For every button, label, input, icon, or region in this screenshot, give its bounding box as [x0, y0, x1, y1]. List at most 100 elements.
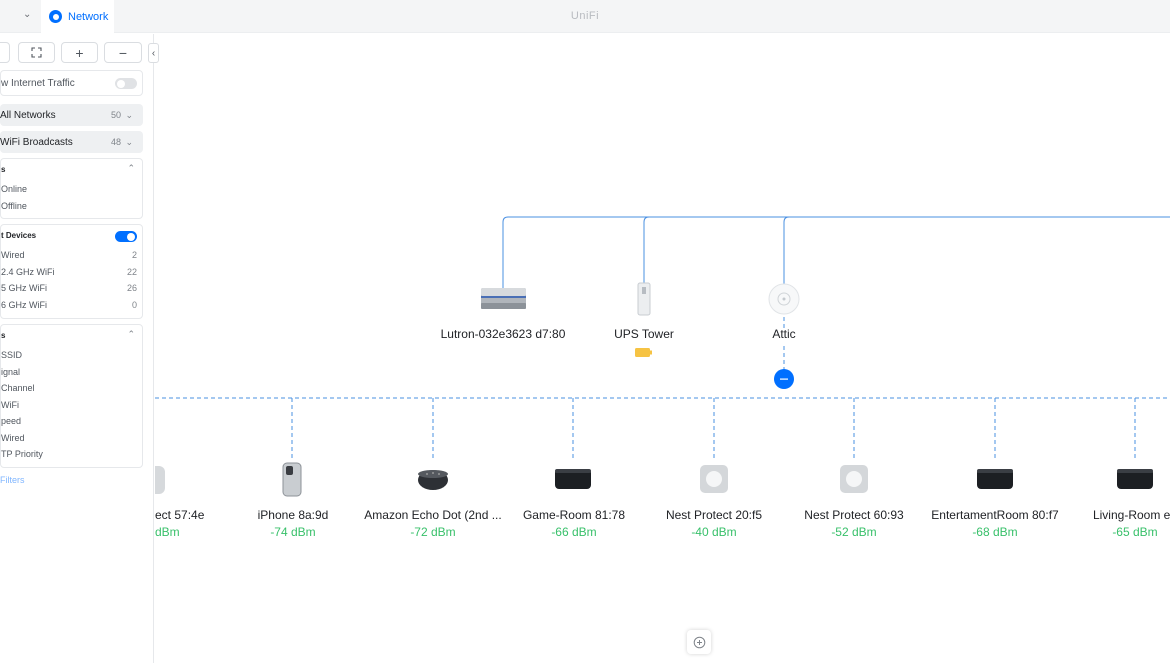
- device-filter-5ghz[interactable]: 5 GHz WiFi: [1, 283, 47, 293]
- zoom-out-button[interactable]: −: [104, 42, 142, 63]
- sort-option-wired[interactable]: Wired: [1, 433, 25, 443]
- sort-option-priority[interactable]: TP Priority: [1, 449, 43, 459]
- top-bar: ⌄ Network UniFi: [0, 0, 1170, 33]
- ups-tower-node[interactable]: UPS Tower: [584, 327, 704, 341]
- client-signal: -66 dBm: [551, 525, 597, 539]
- client-signal: -40 dBm: [691, 525, 737, 539]
- node-name: UPS Tower: [614, 327, 674, 341]
- client-signal: dBm: [155, 525, 180, 539]
- apple-tv-icon[interactable]: [1117, 469, 1153, 489]
- sort-option-ssid[interactable]: SSID: [1, 350, 23, 360]
- client-node[interactable]: Nest Protect 60:93 -52 dBm: [779, 508, 929, 539]
- nest-protect-icon[interactable]: [155, 466, 165, 494]
- status-offline[interactable]: Offline: [1, 201, 27, 211]
- client-name: Nest Protect 20:f5: [665, 508, 763, 522]
- sort-option-channel[interactable]: Channel: [1, 383, 35, 393]
- client-signal: -72 dBm: [410, 525, 456, 539]
- tab-label: Network: [68, 10, 109, 23]
- topology-canvas[interactable]: Lutron-032e3623 d7:80 UPS Tower Attic ec…: [155, 34, 1170, 663]
- status-filter-panel: s ⌃ Online Offline: [0, 158, 143, 219]
- chevron-down-icon[interactable]: ⌄: [23, 9, 32, 20]
- attic-node[interactable]: Attic: [744, 327, 824, 341]
- device-filter-wired-count: 2: [131, 250, 137, 260]
- client-devices-panel: t Devices Wired 2 2.4 GHz WiFi 22 5 GHz …: [0, 224, 143, 319]
- fit-screen-button[interactable]: [18, 42, 55, 63]
- sort-options-title: s: [1, 331, 6, 340]
- device-filter-wired[interactable]: Wired: [1, 250, 25, 260]
- nest-protect-icon[interactable]: [840, 465, 868, 493]
- add-node-button[interactable]: [687, 630, 711, 654]
- uplink-line: [643, 216, 650, 293]
- network-app-icon: [49, 10, 62, 23]
- internet-traffic-label: w Internet Traffic: [1, 77, 75, 89]
- client-name: Game-Room 81:78: [522, 508, 626, 522]
- device-filter-6ghz[interactable]: 6 GHz WiFi: [1, 300, 47, 310]
- client-node[interactable]: Living-Room ef: -65 dBm: [1075, 508, 1170, 539]
- device-filter-24ghz[interactable]: 2.4 GHz WiFi: [1, 267, 55, 277]
- echo-dot-icon[interactable]: [418, 470, 448, 490]
- uplink-line: [502, 216, 1170, 293]
- status-online[interactable]: Online: [1, 184, 28, 194]
- wifi-broadcasts-label: WiFi Broadcasts: [0, 136, 73, 148]
- apple-tv-icon[interactable]: [555, 469, 591, 489]
- client-node[interactable]: ect 57:4e dBm: [155, 508, 215, 539]
- clear-filters-link[interactable]: Filters: [0, 475, 25, 485]
- sort-option-speed[interactable]: peed: [1, 416, 22, 426]
- client-name: iPhone 8a:9d: [257, 508, 329, 522]
- client-node[interactable]: Game-Room 81:78 -66 dBm: [499, 508, 649, 539]
- chevron-down-icon: ⌄: [125, 136, 133, 147]
- zoom-in-button[interactable]: +: [61, 42, 98, 63]
- device-filter-24ghz-count: 22: [126, 267, 137, 277]
- client-signal: -52 dBm: [831, 525, 877, 539]
- client-signal: -68 dBm: [972, 525, 1018, 539]
- chevron-up-icon[interactable]: ⌃: [127, 329, 135, 339]
- client-name: Nest Protect 60:93: [804, 508, 904, 522]
- chevron-up-icon[interactable]: ⌃: [127, 163, 135, 173]
- uplink-line: [783, 216, 790, 284]
- client-node[interactable]: Amazon Echo Dot (2nd ... -72 dBm: [358, 508, 508, 539]
- collapse-node-button[interactable]: [774, 369, 794, 389]
- all-networks-label: All Networks: [0, 109, 56, 121]
- client-devices-title: t Devices: [1, 231, 37, 240]
- fit-screen-icon: [31, 47, 42, 58]
- client-signal: -65 dBm: [1112, 525, 1158, 539]
- client-node[interactable]: EntertamentRoom 80:f7 -68 dBm: [920, 508, 1070, 539]
- client-name: ect 57:4e: [155, 508, 205, 522]
- internet-traffic-row: w Internet Traffic: [0, 70, 143, 96]
- client-name: Living-Room ef:: [1092, 508, 1170, 522]
- node-name: Lutron-032e3623 d7:80: [440, 327, 566, 341]
- internet-traffic-toggle[interactable]: [115, 78, 137, 89]
- client-node[interactable]: Nest Protect 20:f5 -40 dBm: [639, 508, 789, 539]
- client-link: [291, 398, 1136, 460]
- apple-tv-icon[interactable]: [977, 469, 1013, 489]
- client-name: EntertamentRoom 80:f7: [931, 508, 1059, 522]
- collapse-sidebar-button[interactable]: ‹: [148, 43, 159, 63]
- node-name: Attic: [772, 327, 796, 341]
- all-networks-dropdown[interactable]: All Networks 50 ⌄: [0, 104, 143, 126]
- topology-links: [155, 216, 1170, 497]
- device-filter-5ghz-count: 26: [126, 283, 137, 293]
- app-title: UniFi: [570, 10, 600, 22]
- chevron-down-icon: ⌄: [125, 109, 133, 120]
- iphone-icon[interactable]: [282, 462, 302, 497]
- plus-circle-icon: [693, 636, 705, 648]
- client-node[interactable]: iPhone 8a:9d -74 dBm: [233, 508, 353, 539]
- lutron-hub-icon[interactable]: [481, 288, 526, 309]
- client-signal: -74 dBm: [270, 525, 316, 539]
- all-networks-count: 50: [110, 110, 121, 120]
- client-devices-toggle[interactable]: [115, 231, 137, 242]
- sort-options-panel: s ⌃ SSID ignal Channel WiFi peed Wired T…: [0, 324, 143, 468]
- nest-protect-icon[interactable]: [700, 465, 728, 493]
- ups-tower-icon[interactable]: [637, 282, 651, 316]
- sort-option-signal[interactable]: ignal: [1, 367, 21, 377]
- device-filter-6ghz-count: 0: [131, 300, 137, 310]
- topology-sidebar: + − ‹ w Internet Traffic All Networks 50…: [0, 34, 159, 663]
- toolbar-button[interactable]: [0, 42, 10, 63]
- tab-network[interactable]: Network: [41, 0, 114, 33]
- wifi-broadcasts-dropdown[interactable]: WiFi Broadcasts 48 ⌄: [0, 131, 143, 153]
- wifi-broadcasts-count: 48: [110, 137, 121, 147]
- battery-icon: [635, 348, 652, 357]
- sort-option-wifi[interactable]: WiFi: [1, 400, 19, 410]
- attic-access-point-icon[interactable]: [768, 283, 800, 315]
- lutron-node[interactable]: Lutron-032e3623 d7:80: [403, 327, 603, 341]
